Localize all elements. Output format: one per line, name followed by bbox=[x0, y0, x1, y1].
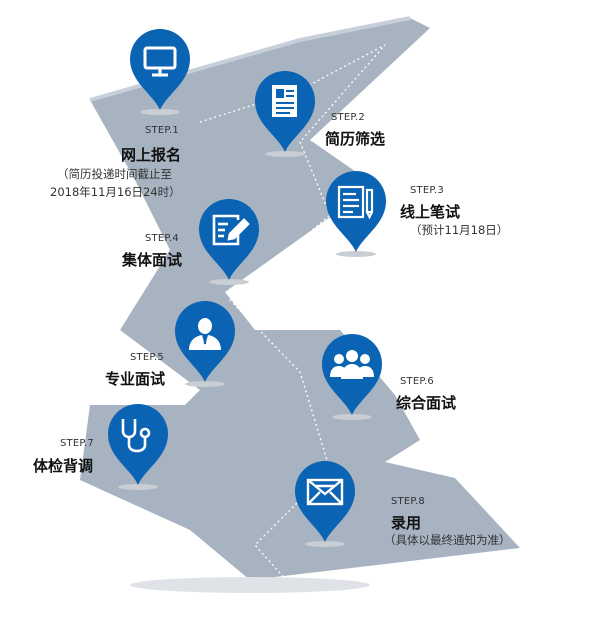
step-5-title: 专业面试 bbox=[105, 370, 166, 388]
step-5-pin bbox=[172, 300, 238, 388]
monitor-icon bbox=[143, 46, 177, 77]
step-6-number: STEP.6 bbox=[400, 376, 434, 387]
step-5-number: STEP.5 bbox=[130, 352, 164, 363]
step-8-pin bbox=[292, 460, 358, 548]
step-2-number: STEP.2 bbox=[331, 112, 365, 123]
step-1-pin bbox=[127, 28, 193, 116]
step-1-title: 网上报名 bbox=[121, 146, 182, 164]
step-4-title: 集体面试 bbox=[122, 251, 183, 269]
step-7-title: 体检背调 bbox=[33, 457, 94, 475]
step-7-pin bbox=[105, 403, 171, 491]
step-1-note-line-2: 2018年11月16日24时） bbox=[50, 185, 181, 199]
step-4-number: STEP.4 bbox=[145, 233, 179, 244]
envelope-icon bbox=[306, 478, 344, 506]
step-2-pin bbox=[252, 70, 318, 158]
step-8-number: STEP.8 bbox=[391, 496, 425, 507]
written-test-icon bbox=[337, 185, 374, 220]
ground-shadow bbox=[130, 577, 370, 593]
road-center-line bbox=[199, 44, 386, 591]
step-3-title: 线上笔试 bbox=[400, 203, 461, 221]
group-icon bbox=[330, 350, 374, 379]
step-3-pin bbox=[323, 170, 389, 258]
step-1-number: STEP.1 bbox=[145, 125, 179, 136]
interviewer-icon bbox=[189, 318, 221, 350]
step-7-number: STEP.7 bbox=[60, 438, 94, 449]
step-8-note: （具体以最终通知为准） bbox=[384, 533, 511, 547]
step-3-number: STEP.3 bbox=[410, 185, 444, 196]
step-4-pin bbox=[196, 198, 262, 286]
step-3-note: （预计11月18日） bbox=[410, 223, 509, 237]
step-1-note-line-1: （简历投递时间截止至 bbox=[57, 167, 172, 181]
step-2-title: 简历筛选 bbox=[325, 130, 386, 148]
step-8-title: 录用 bbox=[391, 514, 422, 532]
resume-icon bbox=[272, 85, 297, 117]
stethoscope-icon bbox=[121, 419, 151, 453]
step-6-title: 综合面试 bbox=[396, 394, 457, 412]
step-6-pin bbox=[319, 333, 385, 421]
edit-form-icon bbox=[212, 214, 250, 246]
road-surface bbox=[80, 18, 520, 580]
